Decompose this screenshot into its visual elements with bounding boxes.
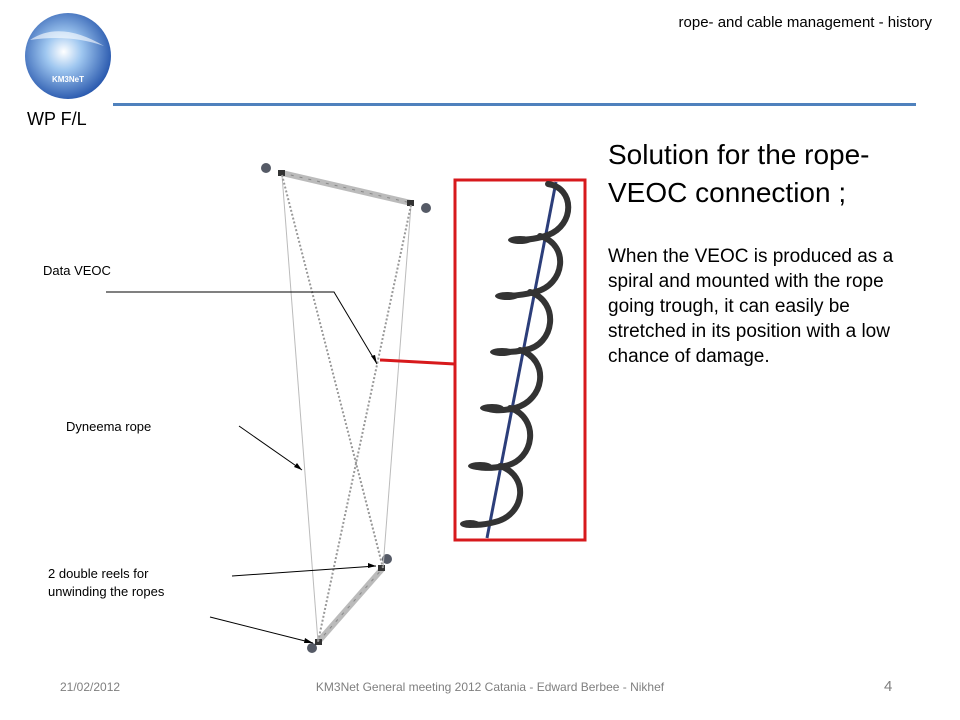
km3net-logo: KM3NeT: [25, 13, 111, 99]
footer-meeting-info: KM3Net General meeting 2012 Catania - Ed…: [315, 680, 665, 694]
callout-data-veoc: Data VEOC: [43, 263, 111, 278]
veoc-spiral-detail: [453, 178, 587, 542]
pulley-icon: [421, 203, 431, 213]
detector-diagram: [106, 163, 456, 653]
rope-axis-line: [485, 181, 558, 539]
pulley-icon: [382, 554, 392, 564]
slide-header-title: rope- and cable management - history: [678, 14, 932, 31]
callout-double-reels: 2 double reels for unwinding the ropes: [48, 566, 165, 599]
logo-text: KM3NeT: [52, 75, 84, 84]
slide-body-text: When the VEOC is produced as a spiral an…: [608, 246, 894, 367]
work-package-label: WP F/L: [27, 109, 87, 129]
footer-page-number: 4: [884, 678, 893, 695]
callout-dyneema-rope: Dyneema rope: [66, 419, 152, 434]
pulley-icon: [261, 163, 271, 173]
footer-date: 21/02/2012: [60, 680, 121, 694]
pulley-icon: [307, 643, 317, 653]
header-divider: [113, 103, 916, 106]
slide-heading: Solution for the rope-VEOC connection ;: [608, 139, 870, 208]
